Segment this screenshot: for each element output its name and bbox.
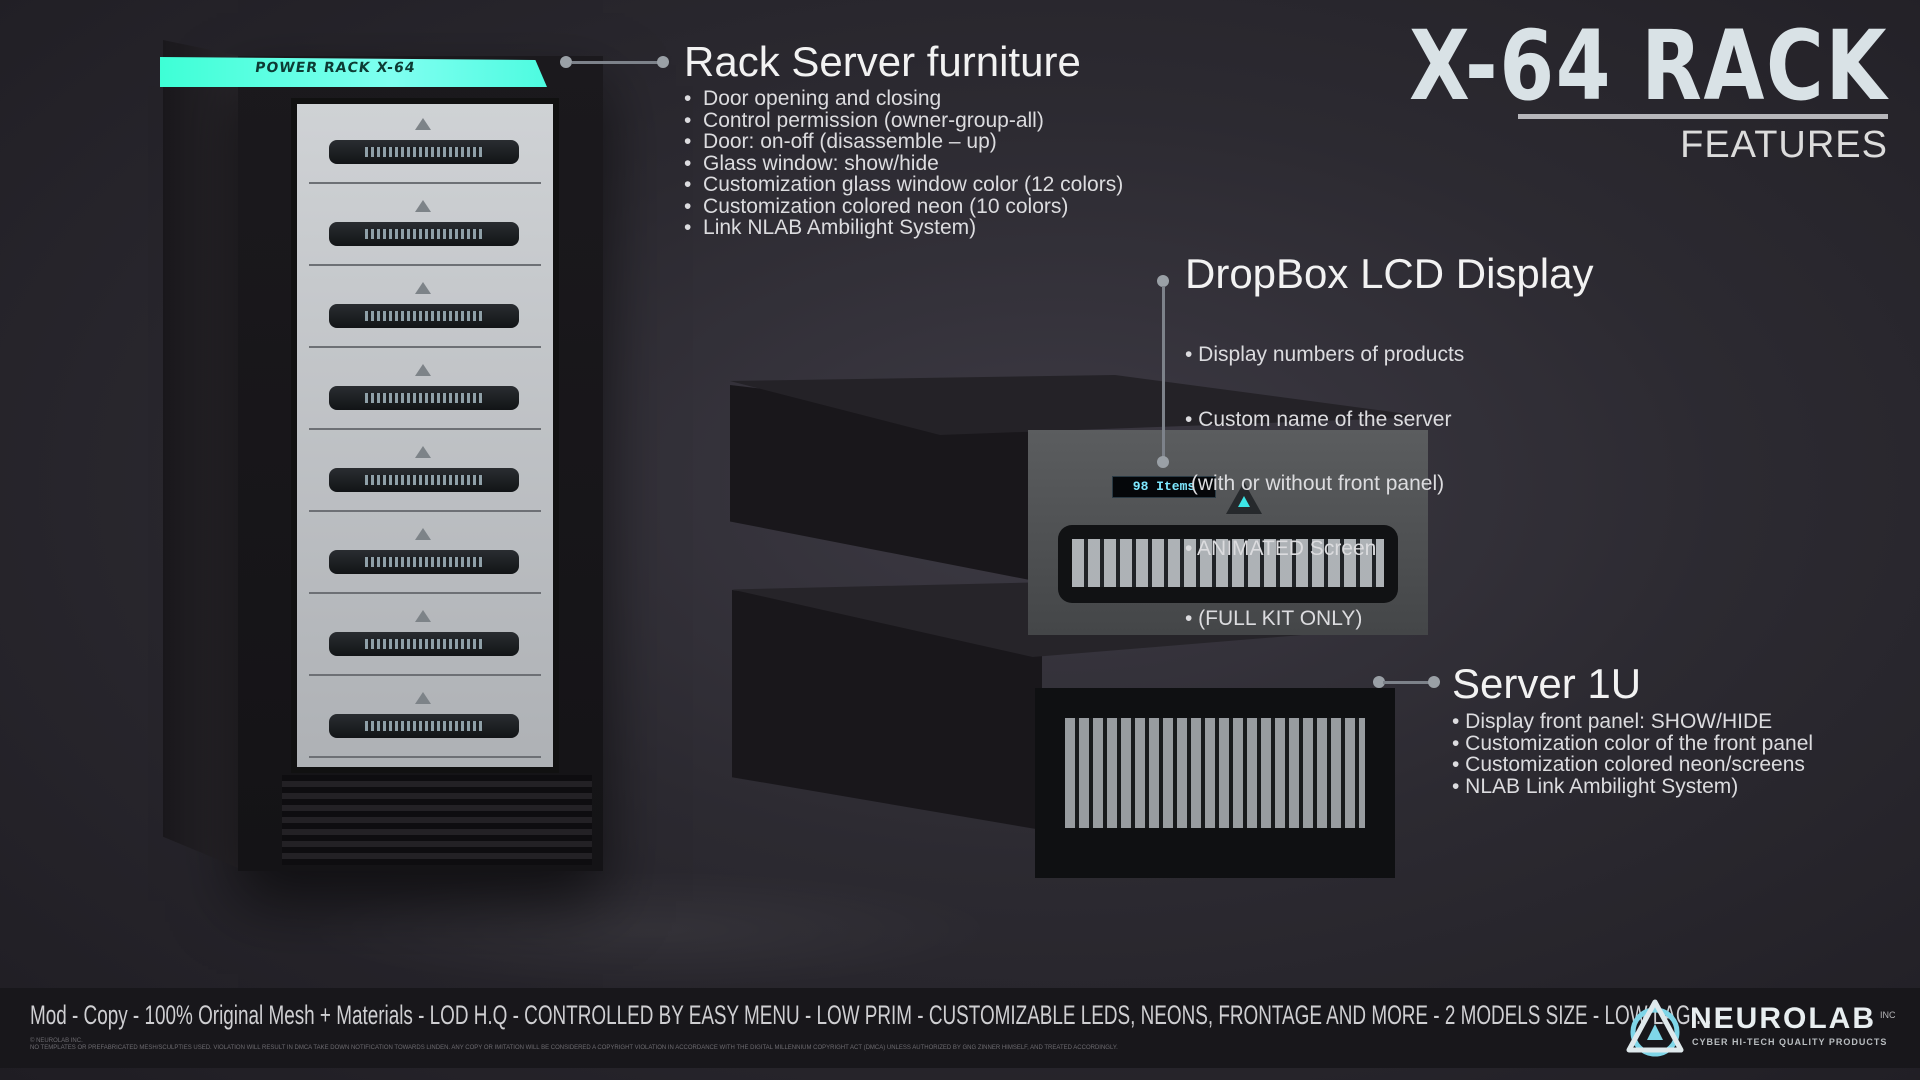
rack-unit <box>309 438 541 512</box>
rack-neon-strip <box>160 57 547 87</box>
server-faceplate <box>329 632 519 656</box>
triangle-glow-icon <box>1238 496 1250 507</box>
triangle-icon <box>415 528 431 540</box>
list-item: (with or without front panel) <box>1185 472 1445 495</box>
list-item: • Link NLAB Ambilight System) <box>684 216 977 239</box>
footer-bar <box>0 988 1920 1068</box>
server-callout-heading: Server 1U <box>1452 660 1642 707</box>
brand-name: NEUROLAB <box>1690 1002 1876 1035</box>
rack-unit <box>309 192 541 266</box>
rack-unit <box>309 520 541 594</box>
callout-dot <box>1428 676 1440 688</box>
list-item: • NLAB Link Ambilight System) <box>1452 774 1739 798</box>
callout-dot <box>1157 456 1169 468</box>
brand-tagline: CYBER HI-TECH QUALITY PRODUCTS <box>1692 1037 1888 1047</box>
list-item: • Customization color of the front panel <box>1452 731 1814 755</box>
list-item: • (FULL KIT ONLY) <box>1185 607 1363 630</box>
triangle-icon <box>415 200 431 212</box>
dropbox-callout-heading: DropBox LCD Display <box>1185 250 1594 297</box>
rack-callout-heading: Rack Server furniture <box>684 38 1081 85</box>
list-item: • Custom name of the server <box>1185 407 1452 431</box>
rack-unit <box>309 274 541 348</box>
callout-line <box>1162 286 1165 458</box>
page-subtitle: FEATURES <box>1680 124 1888 166</box>
footer-features-text: Mod - Copy - 100% Original Mesh + Materi… <box>30 1000 1712 1030</box>
list-item: • Customization colored neon (10 colors) <box>684 194 1069 218</box>
callout-line <box>1383 681 1433 684</box>
drive-bay <box>1058 525 1398 603</box>
floor-reflection <box>300 870 1000 990</box>
triangle-icon <box>415 610 431 622</box>
list-item: • Control permission (owner-group-all) <box>684 108 1044 132</box>
callout-dot <box>1157 275 1169 287</box>
list-item: • Glass window: show/hide <box>684 151 939 175</box>
list-item: • Display numbers of products <box>1185 343 1465 366</box>
list-item: • Display front panel: SHOW/HIDE <box>1452 710 1773 733</box>
server-faceplate <box>329 140 519 164</box>
server-feature-list: • Display front panel: SHOW/HIDE • Custo… <box>1452 711 1813 797</box>
triangle-icon <box>415 282 431 294</box>
server-faceplate <box>329 222 519 246</box>
list-item: • Customization glass window color (12 c… <box>684 173 1124 196</box>
server-faceplate <box>329 386 519 410</box>
list-item: • ANIMATED Screen <box>1185 536 1377 560</box>
triangle-icon <box>415 692 431 704</box>
callout-dot <box>657 56 669 68</box>
brand-inc: INC <box>1880 1010 1896 1020</box>
rack-vent-grille <box>282 775 592 865</box>
callout-line <box>572 61 662 64</box>
footer-copyright: © NEUROLAB INC. <box>30 1038 83 1044</box>
server-faceplate <box>329 304 519 328</box>
rack-unit <box>309 110 541 184</box>
rack-unit <box>309 684 541 758</box>
callout-dot <box>560 56 572 68</box>
rack-feature-list: • Door opening and closing • Control per… <box>684 88 1123 239</box>
lcd-display: 98 Items <box>1112 476 1216 498</box>
page-title: X-64 RACK <box>1409 10 1888 122</box>
list-item: • Door: on-off (disassemble – up) <box>684 130 997 153</box>
server-1u-front-panel <box>1035 688 1395 878</box>
server-faceplate <box>329 714 519 738</box>
dropbox-feature-list: • Display numbers of products • Custom n… <box>1185 301 1464 651</box>
server-faceplate <box>329 550 519 574</box>
neurolab-logo-icon <box>1626 999 1684 1057</box>
rack-side-panel <box>163 40 243 870</box>
footer-legal-text: NO TEMPLATES OR PREFABRICATED MESH/SCULP… <box>30 1045 1118 1051</box>
server-faceplate <box>329 468 519 492</box>
rack-unit <box>309 356 541 430</box>
list-item: • Customization colored neon/screens <box>1452 753 1805 776</box>
triangle-icon <box>415 446 431 458</box>
rack-glass-door <box>291 98 559 773</box>
rack-unit <box>309 602 541 676</box>
list-item: • Door opening and closing <box>684 87 942 110</box>
triangle-icon <box>415 364 431 376</box>
rack-neon-label: POWER RACK X-64 <box>253 60 417 76</box>
triangle-icon <box>415 118 431 130</box>
callout-dot <box>1373 676 1385 688</box>
title-underline <box>1518 114 1888 119</box>
